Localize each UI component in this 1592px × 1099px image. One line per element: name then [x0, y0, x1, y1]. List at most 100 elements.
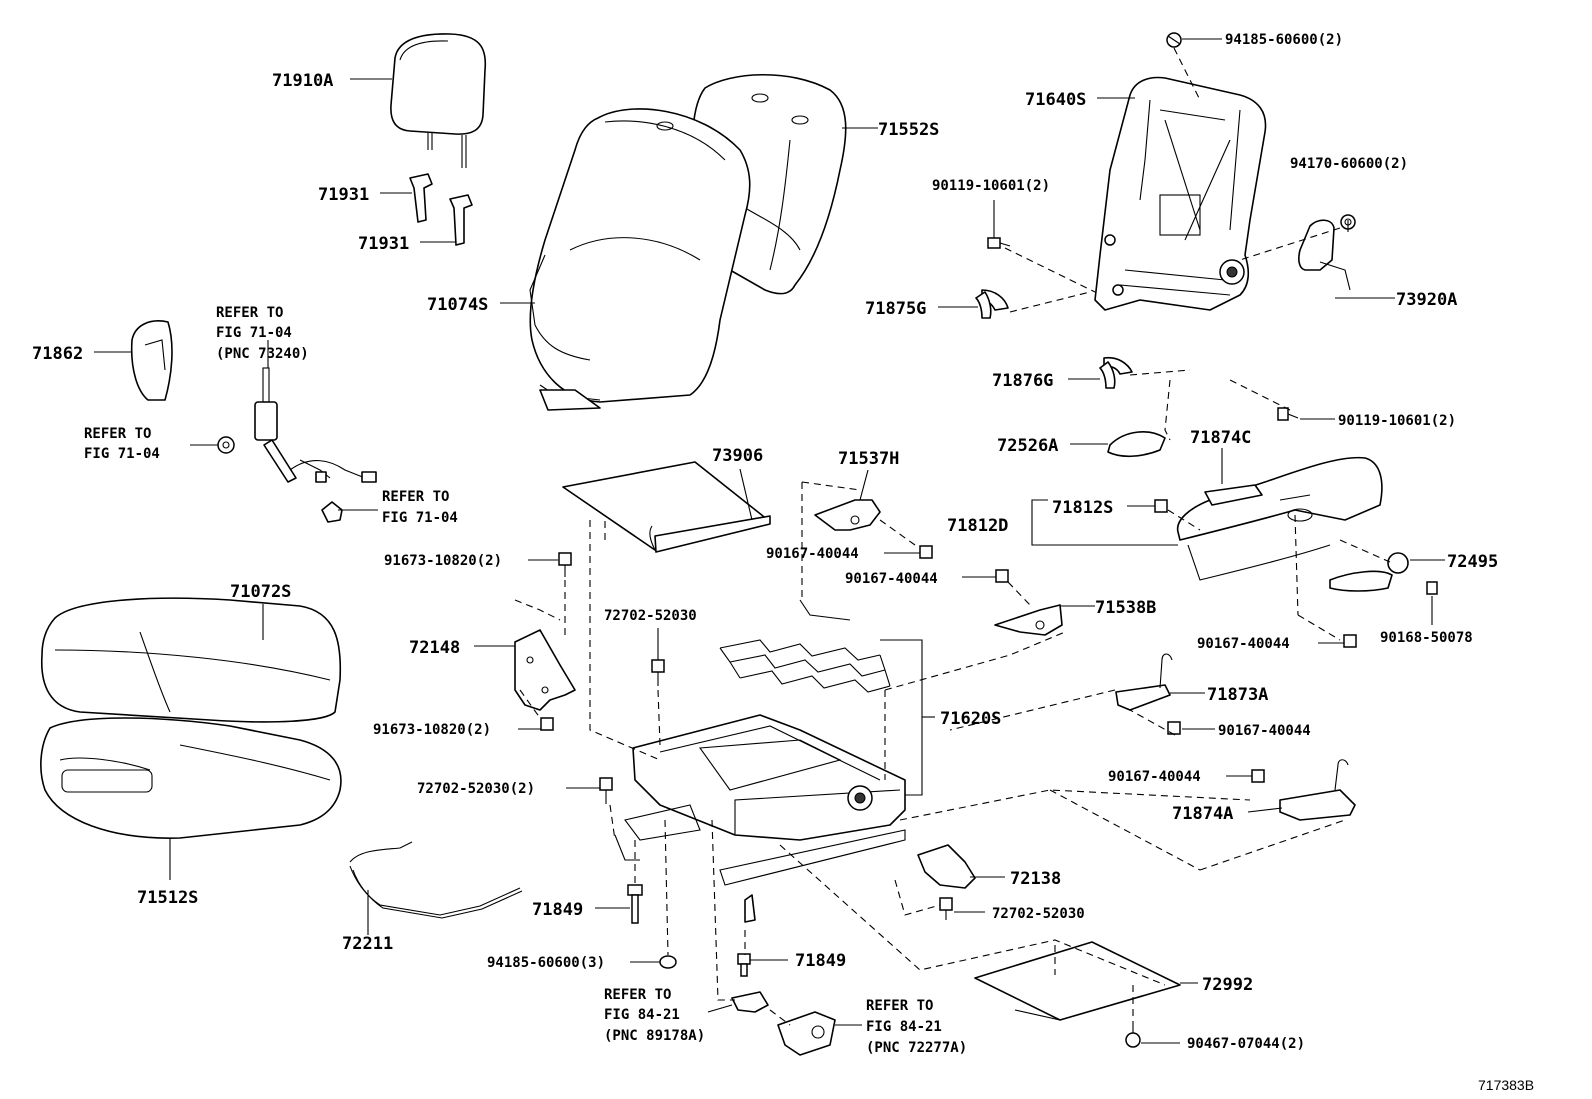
label-73906: 73906 [712, 446, 763, 466]
nut-94185-3 [659, 955, 677, 969]
bolt-91673-b [540, 717, 554, 731]
pin-71849-a [627, 884, 643, 924]
label-71910A: 71910A [272, 71, 333, 91]
bolt-90168 [1426, 581, 1438, 595]
part-labels: 71910A 71931 71931 71552S 71074S 71640S … [32, 32, 1498, 1052]
seatback-cover-front [529, 108, 751, 411]
seat-spring [719, 599, 891, 693]
label-71849-a: 71849 [532, 900, 583, 920]
label-71812S: 71812S [1052, 498, 1113, 518]
switch-pod [777, 1011, 836, 1056]
cover-72138 [917, 844, 976, 889]
label-90167-40044-d: 90167-40044 [1218, 723, 1311, 739]
headrest-guide-lower [449, 194, 473, 246]
pin-71849-b [737, 953, 751, 977]
svg-text:REFER TO: REFER TO [84, 426, 151, 442]
hinge-bracket [514, 629, 576, 711]
label-72702-52030-b: 72702-52030 [992, 906, 1085, 922]
hinge-cover-outer [975, 289, 1009, 319]
label-71931-b: 71931 [358, 234, 409, 254]
headrest [390, 33, 487, 168]
recliner-knob [1329, 552, 1409, 592]
cushion-pad [40, 717, 342, 839]
ref-switch-a: REFER TO FIG 84-21 (PNC 89178A) [604, 987, 705, 1044]
svg-text:REFER TO: REFER TO [604, 987, 671, 1003]
belt-buckle [254, 367, 377, 483]
label-71862: 71862 [32, 344, 83, 364]
bolt-90119-b [1277, 407, 1299, 421]
bolt-91673-a [558, 552, 572, 577]
bolt-90167-a [919, 545, 933, 559]
label-90167-40044-c: 90167-40044 [1197, 636, 1290, 652]
hook-71873 [1115, 653, 1173, 711]
undertray-72992 [974, 941, 1181, 1021]
label-94185-60600-3: 94185-60600(3) [487, 955, 605, 971]
label-71874C: 71874C [1190, 428, 1251, 448]
recliner-cover [1107, 431, 1166, 458]
label-71074S: 71074S [427, 295, 488, 315]
label-90167-40044-e: 90167-40044 [1108, 769, 1201, 785]
label-91673-10820-2-a: 91673-10820(2) [384, 553, 502, 569]
ref-belt-anchor: REFER TO FIG 71-04 [84, 426, 160, 462]
label-72526A: 72526A [997, 436, 1058, 456]
bolt-90167-e [1251, 769, 1265, 783]
label-90167-40044-b: 90167-40044 [845, 571, 938, 587]
label-90168-50078: 90168-50078 [1380, 630, 1473, 646]
hinge-bracket-71537 [814, 499, 881, 531]
bracket-71538 [994, 604, 1063, 636]
seat-cover-trim [130, 320, 173, 401]
svg-text:REFER TO: REFER TO [866, 998, 933, 1014]
side-airbag [1298, 219, 1351, 291]
cushion-cover [40, 597, 342, 723]
label-71552S: 71552S [878, 120, 939, 140]
svg-text:REFER TO: REFER TO [216, 305, 283, 321]
bolt-72702-a [651, 659, 665, 686]
label-71875G: 71875G [865, 299, 926, 319]
shield-cover [1176, 456, 1383, 581]
switch-89178 [731, 991, 769, 1013]
label-71072S: 71072S [230, 582, 291, 602]
label-73920A: 73920A [1396, 290, 1457, 310]
ref-belt-end: REFER TO FIG 71-04 [382, 489, 458, 526]
screw-94185-top [1166, 32, 1182, 48]
ref-switch-b: REFER TO FIG 84-21 (PNC 72277A) [866, 998, 967, 1056]
bolt-90119-a [987, 237, 1011, 249]
svg-text:REFER TO: REFER TO [382, 489, 449, 505]
seatback-frame [1094, 76, 1267, 311]
clip-90467 [1125, 1025, 1141, 1048]
svg-text:FIG 84-21: FIG 84-21 [866, 1019, 942, 1035]
label-90119-10601-2-a: 90119-10601(2) [932, 178, 1050, 194]
label-72138: 72138 [1010, 869, 1061, 889]
label-72211: 72211 [342, 934, 393, 954]
label-91673-10820-2-b: 91673-10820(2) [373, 722, 491, 738]
hinge-cover-inner [1099, 356, 1133, 389]
label-72702-52030-2: 72702-52030(2) [417, 781, 535, 797]
svg-text:FIG 84-21: FIG 84-21 [604, 1007, 680, 1023]
belt-bolt [217, 436, 235, 454]
reference-notes: REFER TO FIG 71-04 (PNC 73240) REFER TO … [84, 305, 967, 1056]
label-71640S: 71640S [1025, 90, 1086, 110]
seat-frame [614, 714, 906, 923]
label-72148: 72148 [409, 638, 460, 658]
label-90119-10601-2-b: 90119-10601(2) [1338, 413, 1456, 429]
label-94170-60600-2: 94170-60600(2) [1290, 156, 1408, 172]
label-71512S: 71512S [137, 888, 198, 908]
bolt-90167-b [995, 569, 1009, 583]
label-90467-07044-2: 90467-07044(2) [1187, 1036, 1305, 1052]
label-72992: 72992 [1202, 975, 1253, 995]
bolt-72702-b [939, 897, 953, 920]
assembly-lines [514, 47, 1391, 1026]
label-71538B: 71538B [1095, 598, 1156, 618]
label-71876G: 71876G [992, 371, 1053, 391]
svg-text:FIG 71-04: FIG 71-04 [84, 446, 160, 462]
leader-lines [94, 38, 1445, 1044]
bolt-71812S [1154, 499, 1168, 513]
cushion-panel [562, 461, 771, 553]
label-72495: 72495 [1447, 552, 1498, 572]
label-71873A: 71873A [1207, 685, 1268, 705]
svg-text:(PNC 72277A): (PNC 72277A) [866, 1040, 967, 1056]
figure-id: 717383B [1478, 1077, 1534, 1093]
belt-anchor [321, 501, 343, 523]
fastener-icons [540, 32, 1438, 1048]
